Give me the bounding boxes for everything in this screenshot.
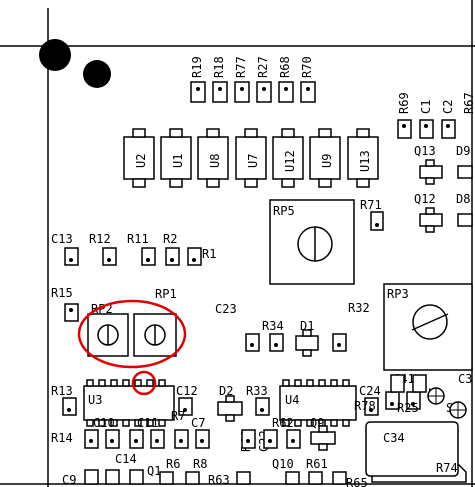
svg-text:D2: D2 [219, 384, 233, 398]
svg-text:RP5: RP5 [273, 204, 295, 218]
highlight-u3-pin [131, 370, 157, 396]
u4-pins-bottom [282, 419, 350, 427]
label-r69: R69 [397, 92, 411, 114]
ic-u12: U12 [272, 128, 304, 188]
svg-text:C13: C13 [51, 232, 73, 246]
u4-pins-top [282, 379, 350, 387]
label-r68: R68 [278, 56, 292, 78]
passive-row-1: C13 R12 R11 R2 R1 [51, 232, 216, 266]
svg-text:Q10: Q10 [272, 457, 294, 471]
svg-text:U13: U13 [358, 150, 372, 172]
trimpot-rp5: RP5 [269, 199, 355, 285]
svg-text:C9: C9 [62, 473, 76, 487]
u3-pins-bottom [86, 419, 166, 427]
svg-text:R33: R33 [246, 384, 268, 398]
svg-text:R7: R7 [171, 409, 185, 423]
svg-text:C12: C12 [176, 384, 198, 398]
trimpot-rp3: RP3 [383, 283, 473, 371]
svg-text:C34: C34 [383, 431, 405, 445]
svg-text:R32: R32 [348, 301, 370, 315]
passive-row-3: C12 D2 R33 [176, 384, 270, 422]
ic-u7: U7 [235, 128, 267, 188]
svg-text:R2: R2 [163, 232, 177, 246]
svg-text:C7: C7 [191, 416, 205, 430]
r15: R15 [51, 286, 79, 322]
svg-text:R8: R8 [193, 457, 207, 471]
svg-text:Q13: Q13 [414, 144, 436, 158]
svg-text:C10: C10 [93, 416, 115, 430]
svg-text:C3: C3 [458, 372, 472, 386]
svg-text:D9: D9 [456, 144, 470, 158]
ic-u4: U4 [279, 379, 357, 427]
highlight-trimpots [77, 299, 187, 369]
svg-text:C23: C23 [215, 302, 237, 316]
svg-text:R62: R62 [272, 416, 294, 430]
svg-text:C14: C14 [115, 452, 137, 466]
fiducial-large [39, 39, 71, 71]
cap-c34: C34 R74 [365, 421, 467, 483]
svg-text:C11: C11 [137, 416, 159, 430]
svg-text:R65: R65 [346, 476, 368, 487]
svg-text:R34: R34 [262, 319, 284, 333]
svg-text:U7: U7 [246, 154, 260, 168]
label-c1: C1 [419, 100, 433, 114]
ic-u13: U13 [347, 128, 379, 188]
svg-text:R12: R12 [89, 232, 111, 246]
label-r27: R27 [256, 56, 270, 78]
svg-text:U9: U9 [320, 154, 334, 168]
svg-text:C24: C24 [359, 384, 381, 398]
svg-text:R6: R6 [166, 457, 180, 471]
label-c2: C2 [441, 100, 455, 114]
label-r18: R18 [212, 56, 226, 78]
svg-text:U2: U2 [134, 154, 148, 168]
svg-text:D8: D8 [456, 192, 470, 206]
svg-text:R11: R11 [127, 232, 149, 246]
svg-text:R25: R25 [397, 401, 419, 415]
top-right-components: R69 C1 C2 R67 [397, 92, 475, 139]
svg-text:RP3: RP3 [387, 287, 409, 301]
svg-text:Q1: Q1 [147, 464, 161, 478]
ic-u1: U1 [160, 128, 192, 188]
ic-u8: U8 [197, 128, 229, 188]
svg-text:R63: R63 [208, 473, 230, 487]
label-r19: R19 [190, 56, 204, 78]
svg-text:R15: R15 [51, 286, 73, 300]
svg-text:R78: R78 [354, 399, 376, 413]
bottom-row: C9 Q1 R6 R8 R63 Q10 R61 R65 [62, 457, 368, 487]
top-resistor-row: R19 R18 R77 R27 R68 R70 [190, 56, 316, 103]
svg-text:R1: R1 [202, 247, 216, 261]
svg-text:U1: U1 [171, 154, 185, 168]
u3-pins-top [86, 379, 166, 387]
pads-top-resistors [190, 81, 316, 103]
label-r70: R70 [300, 56, 314, 78]
svg-text:Q12: Q12 [414, 192, 436, 206]
ic-row: U2 U1 U8 U7 U12 U9 U [123, 128, 379, 188]
ic-u2: U2 [123, 128, 155, 188]
ic-u3: R13 U3 [51, 379, 175, 427]
svg-text:R71: R71 [360, 198, 382, 212]
ic-u9: U9 [309, 128, 341, 188]
fiducial-small [83, 60, 111, 88]
svg-text:R14: R14 [51, 431, 73, 445]
label-r67: R67 [462, 92, 475, 114]
svg-text:R74: R74 [436, 461, 458, 475]
trimpot-rp1: RP1 [133, 287, 177, 357]
label-r77: R77 [234, 56, 248, 78]
svg-text:RP1: RP1 [155, 287, 177, 301]
passive-row-2: C23 R34 D1 R32 [215, 301, 370, 357]
svg-text:R61: R61 [306, 457, 328, 471]
svg-text:R13: R13 [51, 384, 73, 398]
svg-text:U3: U3 [88, 393, 102, 407]
svg-text:U12: U12 [283, 150, 297, 172]
svg-text:U4: U4 [285, 393, 299, 407]
svg-text:U8: U8 [208, 154, 222, 168]
transistors-top-right: Q13 D9 Q12 D8 [414, 144, 473, 233]
passive-row-4: C10 C11 R7 C7 R62 Q9 R14 C14 [51, 409, 336, 466]
r71: R71 [360, 198, 384, 231]
